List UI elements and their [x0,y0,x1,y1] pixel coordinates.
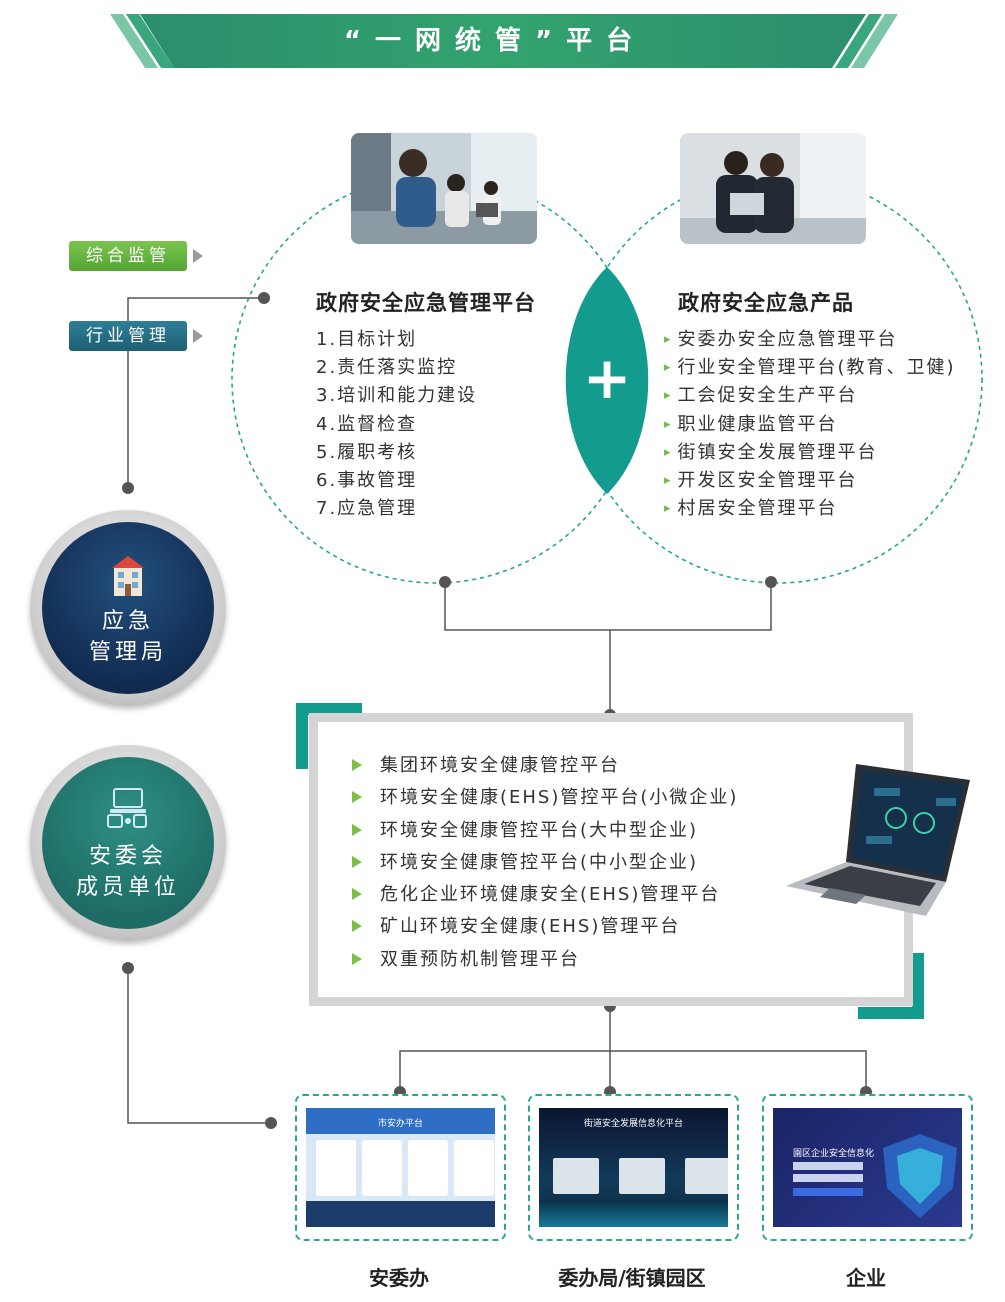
badge-line2: 管理局 [88,640,167,665]
list-item: 安委办安全应急管理平台 [664,326,956,354]
list-item: 7.应急管理 [316,498,418,520]
list-item: 环境安全健康管控平台(大中型企业) [352,815,738,847]
card-label: 委办局/街镇园区 [558,1266,706,1290]
list-item: 矿山环境安全健康(EHS)管理平台 [352,911,738,943]
plus-icon: + [582,344,632,412]
badge-line1: 安委会 [88,844,167,869]
card-label: 安委办 [369,1266,429,1290]
business-people-photo [680,133,866,244]
office-workers-photo [351,133,537,244]
card-enterprise[interactable]: 園区企业安全信息化 [762,1094,973,1241]
list-item: 职业健康监管平台 [664,411,956,439]
tag-comprehensive-supervision: 综合监管 [69,241,187,271]
safety-committee-badge: 安委会 成员单位 [30,745,226,941]
list-item: 街镇安全发展管理平台 [664,439,956,467]
left-section-list: 1.目标计划 2.责任落实监控 3.培训和能力建设 4.监督检查 5.履职考核 … [316,326,477,523]
page-title: “一网统管”平台 [343,26,647,56]
list-item: 1.目标计划 [316,329,418,350]
right-section-list: 安委办安全应急管理平台 行业安全管理平台(教育、卫健) 工会促安全生产平台 职业… [664,326,956,523]
list-item: 集团环境安全健康管控平台 [352,750,738,782]
platform-list: 集团环境安全健康管控平台 环境安全健康(EHS)管控平台(小微企业) 环境安全健… [352,750,738,976]
list-item: 开发区安全管理平台 [664,467,956,495]
list-item: 2.责任落实监控 [316,357,458,379]
list-item: 环境安全健康(EHS)管控平台(小微企业) [352,782,738,814]
list-item: 行业安全管理平台(教育、卫健) [664,354,956,382]
list-item: 危化企业环境健康安全(EHS)管理平台 [352,879,738,911]
list-item: 5.履职考核 [316,441,418,463]
card-bureau-street[interactable]: 街道安全发展信息化平台 [528,1094,739,1241]
card-label: 企业 [846,1266,886,1290]
left-section-heading: 政府安全应急管理平台 [316,291,536,315]
shield-icon [883,1134,957,1218]
building-icon [112,556,144,596]
list-item: 6.事故管理 [316,469,418,491]
tag-arrow-icon [193,329,203,343]
devices-icon [107,788,147,828]
list-item: 双重预防机制管理平台 [352,944,738,976]
badge-line1: 应急 [101,609,154,634]
screen-title: 園区企业安全信息化 [793,1149,875,1159]
list-item: 村居安全管理平台 [664,495,956,523]
screen-title: 市安办平台 [377,1119,423,1129]
screen-title: 街道安全发展信息化平台 [583,1119,683,1129]
tag-industry-management: 行业管理 [69,321,187,351]
laptop-icon [786,764,970,916]
right-section-heading: 政府安全应急产品 [678,291,854,315]
card-safety-office[interactable]: 市安办平台 [295,1094,506,1241]
list-item: 环境安全健康管控平台(中小型企业) [352,847,738,879]
tag-arrow-icon [193,249,203,263]
emergency-bureau-badge: 应急 管理局 [30,510,226,706]
title-banner [110,14,898,68]
list-item: 4.监督检查 [316,413,418,435]
list-item: 3.培训和能力建设 [316,385,478,407]
badge-line2: 成员单位 [75,875,180,900]
list-item: 工会促安全生产平台 [664,382,956,410]
